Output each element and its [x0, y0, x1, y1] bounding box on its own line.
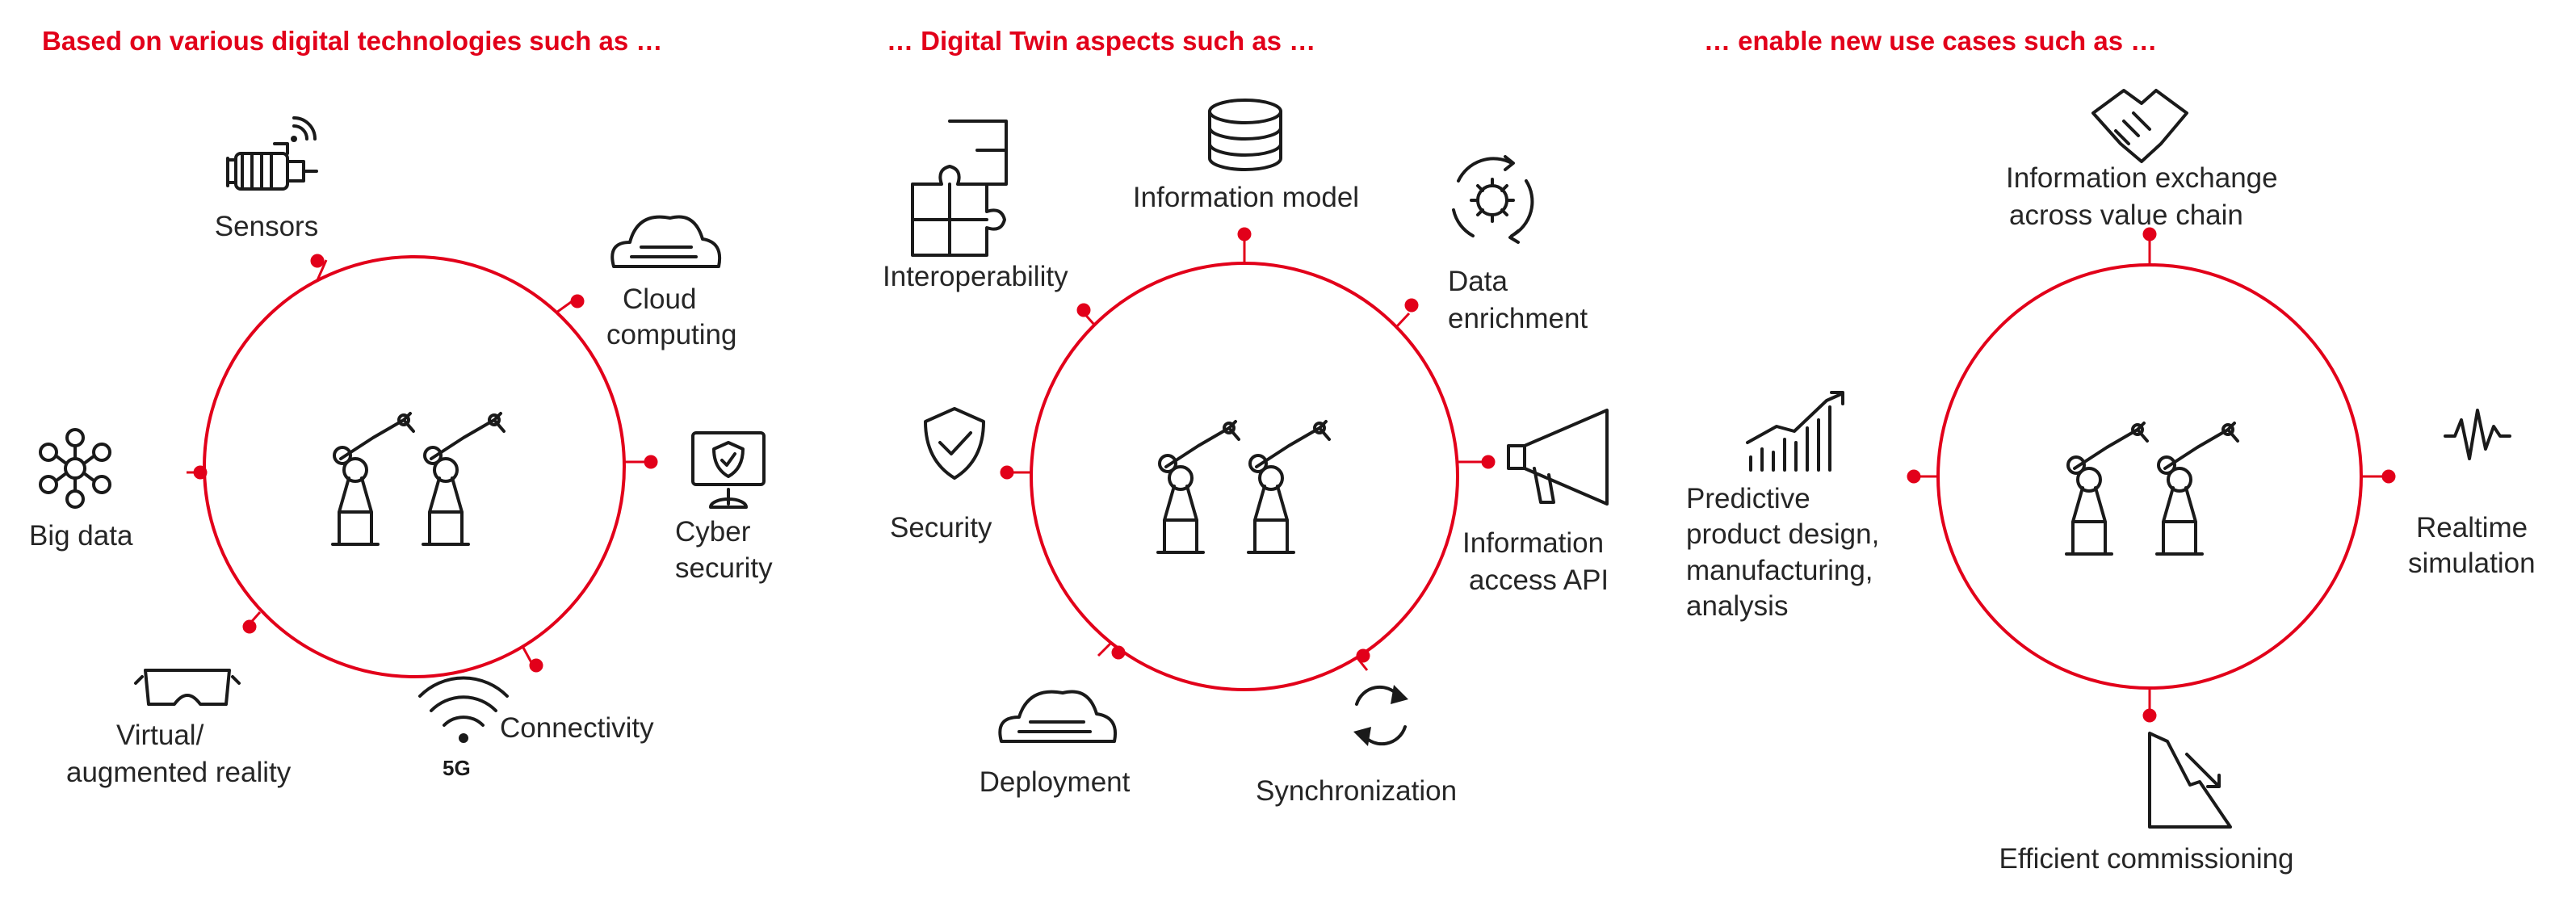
technologies-circle — [203, 255, 626, 678]
megaphone-icon — [1507, 409, 1609, 506]
label-big-data: Big data — [29, 520, 133, 552]
handshake-icon — [2091, 89, 2188, 163]
spoke-connectors — [1000, 227, 1496, 671]
motor-sensor-icon — [226, 116, 318, 191]
label-sensors: Sensors — [215, 211, 318, 242]
label-synchronization: Synchronization — [1256, 775, 1457, 807]
use-cases-circle — [1936, 263, 2363, 690]
panel-heading: … enable new use cases such as … — [1704, 26, 2157, 56]
cloud-icon — [998, 690, 1117, 743]
network-nodes-icon — [39, 428, 111, 509]
trend-chart-icon — [1746, 391, 1844, 472]
label-realtime-simulation: Realtime simulation — [2408, 512, 2536, 579]
robot-icon — [331, 412, 415, 546]
sync-arrows-icon — [1353, 685, 1408, 746]
label-data-enrichment: Data enrichment — [1448, 266, 1588, 334]
robot-ghost-icon — [422, 412, 506, 546]
label-5g: 5G — [443, 756, 471, 780]
robot-ghost-icon — [1247, 420, 1331, 554]
waveform-icon — [2444, 409, 2511, 460]
panel-technologies: Based on various digital technologies su… — [29, 26, 773, 788]
panel-heading: … Digital Twin aspects such as … — [887, 26, 1315, 56]
aspects-circle — [1030, 262, 1459, 691]
label-connectivity: Connectivity — [500, 712, 654, 744]
panel-digital-twin-aspects: … Digital Twin aspects such as … Informa… — [883, 26, 1609, 807]
label-cyber-security: Cyber security — [675, 516, 773, 584]
label-cloud-computing: Cloud computing — [606, 283, 736, 350]
panel-heading: Based on various digital technologies su… — [42, 26, 662, 56]
label-information-model: Information model — [1133, 182, 1359, 213]
label-security: Security — [890, 512, 992, 543]
label-information-access-api: Information access API — [1462, 527, 1609, 596]
robot-icon — [2065, 422, 2149, 556]
cloud-icon — [610, 215, 721, 268]
label-deployment: Deployment — [980, 766, 1131, 798]
label-predictive: Predictive product design, manufacturing… — [1686, 483, 1883, 622]
wifi-5g-icon — [418, 676, 509, 743]
gear-cycle-icon — [1452, 155, 1534, 244]
robot-ghost-icon — [2155, 422, 2239, 556]
shield-check-icon — [924, 407, 985, 480]
label-virtual-augmented-reality: Virtual/ augmented reality — [66, 720, 292, 788]
spoke-connectors — [1907, 227, 2396, 723]
spoke-connectors — [187, 254, 658, 673]
label-information-exchange: Information exchange across value chain — [2006, 162, 2281, 231]
database-icon — [1208, 99, 1282, 171]
robot-icon — [1156, 420, 1240, 554]
label-interoperability: Interoperability — [883, 261, 1068, 292]
vr-goggles-icon — [134, 669, 241, 706]
puzzle-icon — [911, 120, 1008, 257]
label-efficient-commissioning: Efficient commissioning — [1999, 843, 2293, 875]
panel-use-cases: … enable new use cases such as … Informa… — [1686, 26, 2536, 875]
commissioning-icon — [2148, 732, 2232, 829]
shield-monitor-icon — [691, 431, 766, 509]
